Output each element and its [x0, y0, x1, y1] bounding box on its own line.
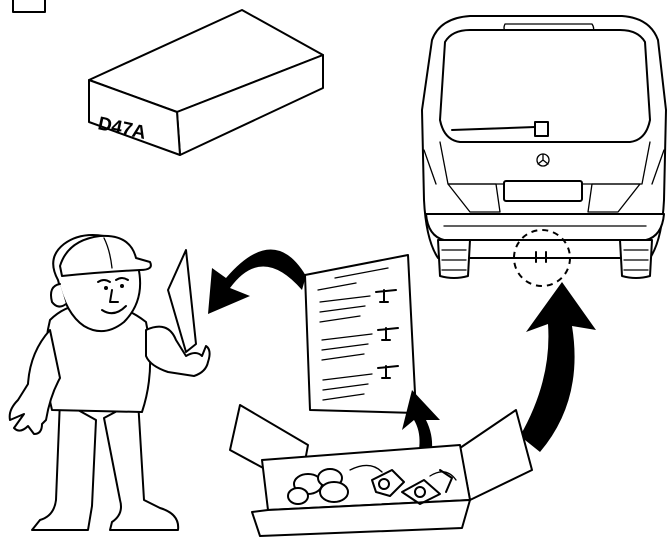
- corner-marker-icon: [12, 0, 46, 13]
- mechanic-figure-icon: [8, 234, 211, 531]
- arrow-to-vehicle-icon: [520, 282, 596, 452]
- hitch-area-icon: [513, 229, 571, 287]
- kit-box-icon: D47A: [88, 9, 324, 156]
- arrow-to-mechanic-icon: [208, 249, 306, 314]
- parts-box-icon: [229, 404, 533, 537]
- van-rear-icon: [421, 15, 667, 279]
- instruction-sheet-icon: [304, 254, 417, 414]
